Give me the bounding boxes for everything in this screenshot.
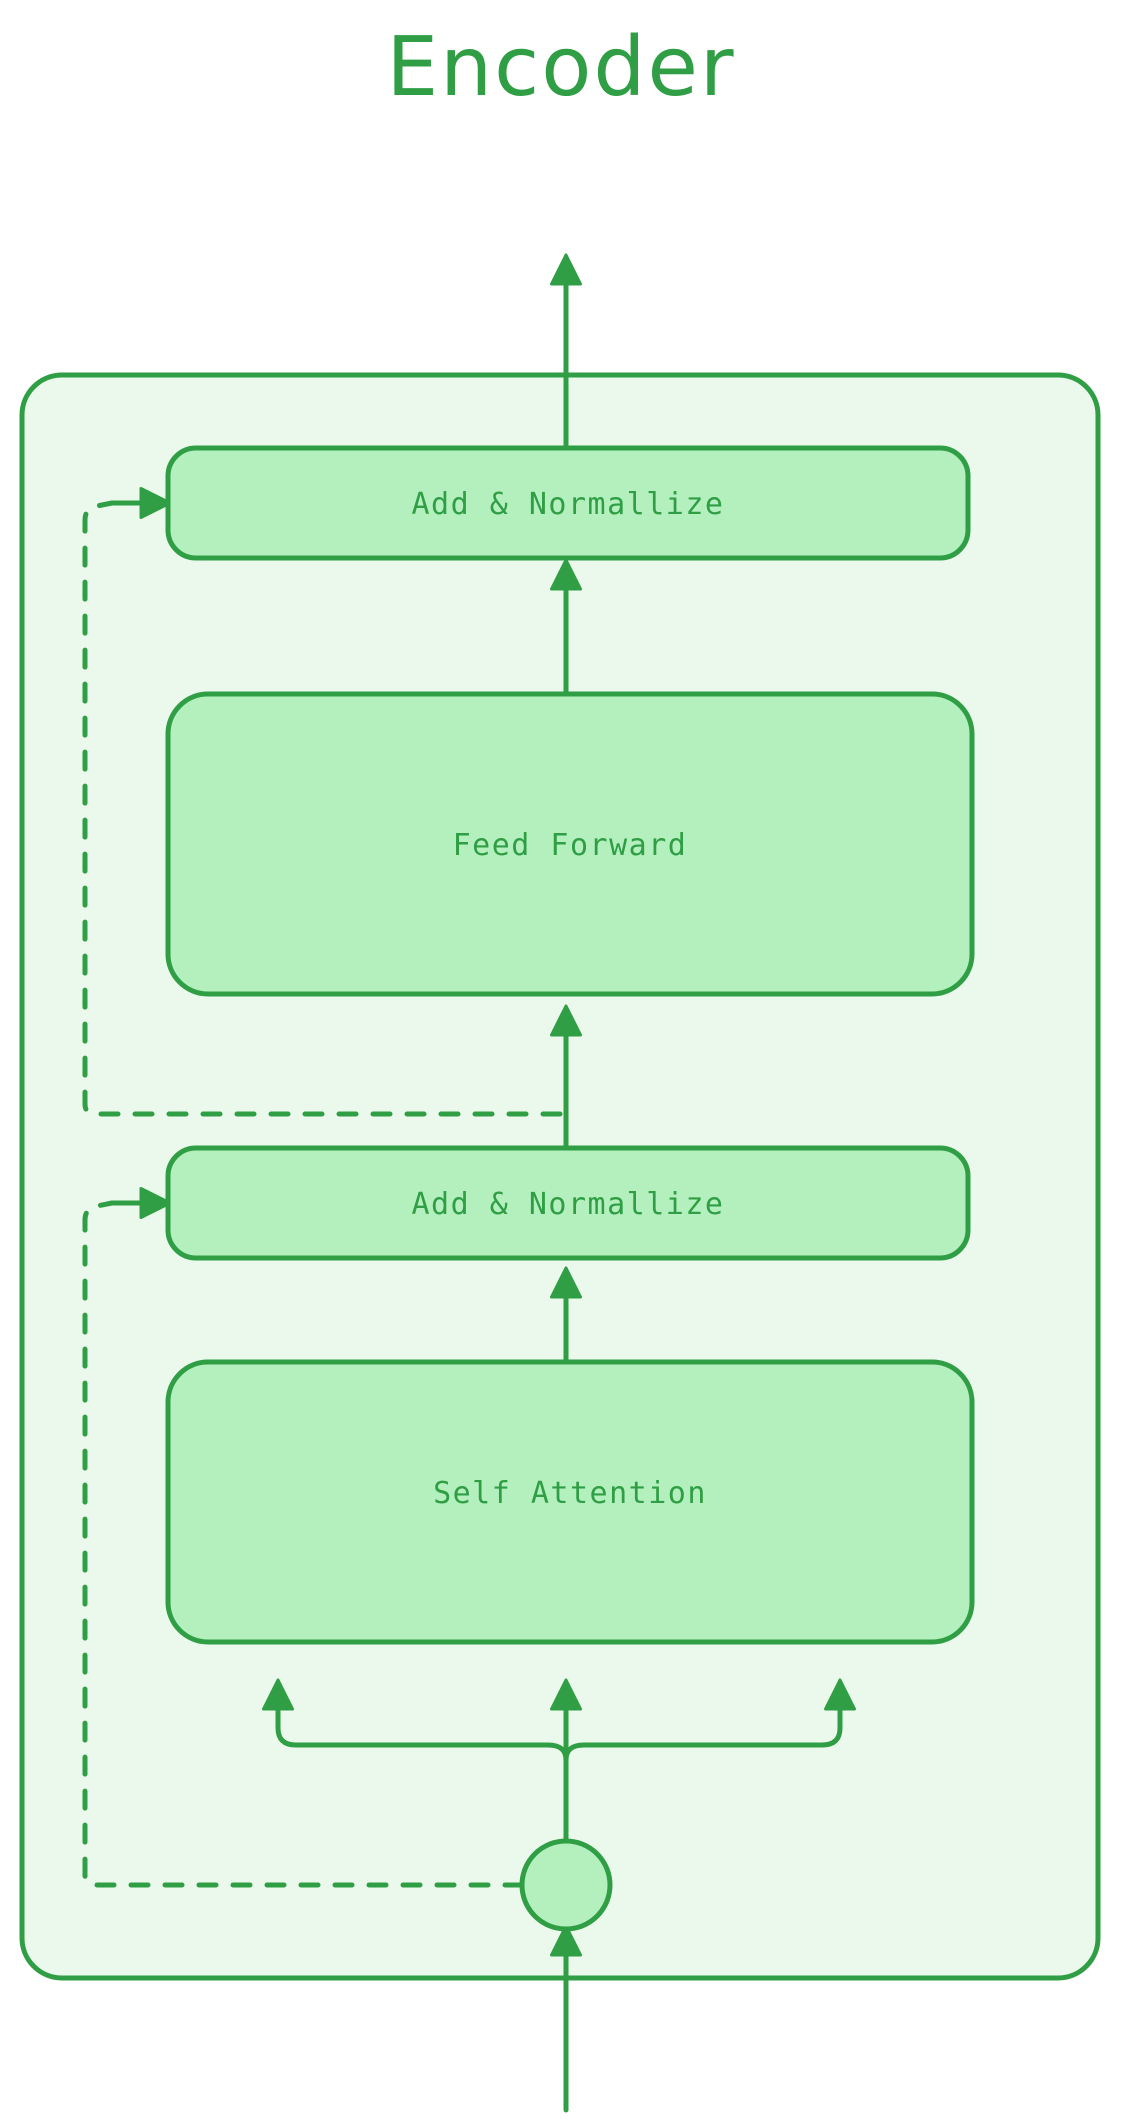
node-self-attention[interactable]: Self Attention bbox=[165, 1359, 975, 1645]
node-self-attention-label: Self Attention bbox=[433, 1476, 707, 1511]
node-feed-forward-label: Feed Forward bbox=[453, 828, 688, 863]
edge-residual-connection-top bbox=[82, 487, 563, 1117]
node-add-normalize-bottom-box[interactable] bbox=[165, 1145, 971, 1261]
node-input-junction-circle[interactable] bbox=[519, 1838, 613, 1932]
edge-residual-connection-bottom bbox=[82, 1187, 525, 1888]
node-feed-forward[interactable]: Feed Forward bbox=[165, 691, 975, 997]
node-add-normalize-bottom[interactable]: Add & Normallize bbox=[165, 1145, 971, 1261]
node-self-attention-box[interactable] bbox=[165, 1359, 975, 1645]
node-feed-forward-box[interactable] bbox=[165, 691, 975, 997]
node-add-normalize-top-label: Add & Normallize bbox=[412, 487, 725, 522]
node-input-junction[interactable] bbox=[519, 1838, 613, 1932]
node-add-normalize-bottom-label: Add & Normallize bbox=[412, 1187, 725, 1222]
page-title: Encoder bbox=[386, 20, 735, 115]
node-add-normalize-top[interactable]: Add & Normallize bbox=[165, 445, 971, 561]
edge-junction-to-selfattention-right bbox=[563, 1678, 856, 1843]
node-add-normalize-top-box[interactable] bbox=[165, 445, 971, 561]
